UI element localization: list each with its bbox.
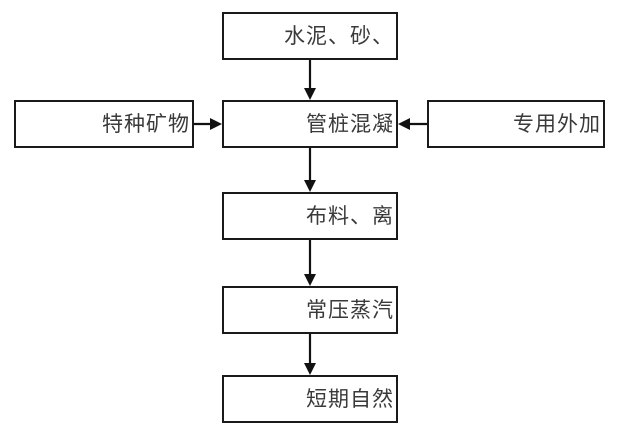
node-pile-concrete-label: 管桩混凝 <box>306 111 394 136</box>
node-special-mineral: 特种矿物 <box>14 100 194 148</box>
node-short-natural-label: 短期自然 <box>306 386 394 411</box>
node-atmospheric-steam-label: 常压蒸汽 <box>306 297 394 322</box>
node-materials: 水泥、砂、 <box>222 12 398 60</box>
edge-distribution-to-steam <box>304 240 316 286</box>
node-special-admixture-label: 专用外加 <box>513 111 601 136</box>
node-materials-label: 水泥、砂、 <box>284 23 394 48</box>
edge-steam-to-natural <box>304 334 316 375</box>
node-distribution-centrifuge-label: 布料、离 <box>306 203 394 228</box>
node-atmospheric-steam: 常压蒸汽 <box>222 286 398 334</box>
node-pile-concrete: 管桩混凝 <box>222 100 398 148</box>
node-short-natural: 短期自然 <box>222 375 398 423</box>
edge-materials-to-concrete <box>304 60 316 100</box>
node-distribution-centrifuge: 布料、离 <box>222 192 398 240</box>
node-special-admixture: 专用外加 <box>427 100 605 148</box>
edge-mineral-to-concrete <box>194 118 222 130</box>
edge-concrete-to-distribution <box>304 148 316 192</box>
node-special-mineral-label: 特种矿物 <box>102 111 190 136</box>
edge-admixture-to-concrete <box>398 118 427 130</box>
